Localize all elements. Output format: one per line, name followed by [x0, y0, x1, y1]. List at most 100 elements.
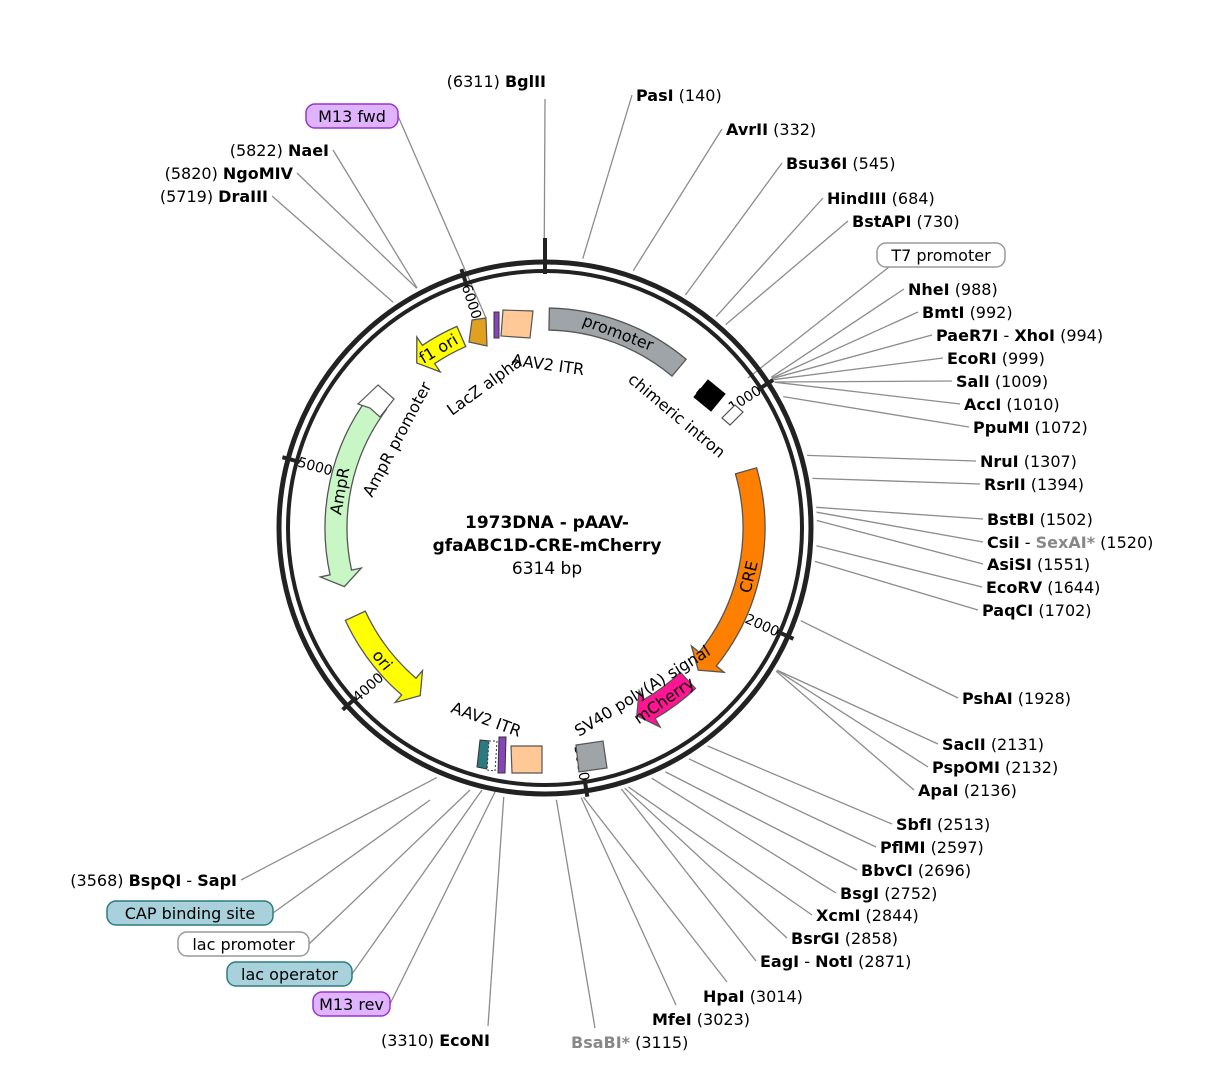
site-bstapi[interactable]: BstAPI (730) [852, 212, 960, 231]
site-bsu36i[interactable]: Bsu36I (545) [786, 154, 895, 173]
leader-hpai [583, 796, 728, 983]
site-econi[interactable]: (3310) EcoNI [381, 1031, 490, 1050]
site-rsrii[interactable]: RsrII (1394) [984, 475, 1084, 494]
site-eagi[interactable]: EagI - NotI (2871) [760, 952, 911, 971]
site-hpai[interactable]: HpaI (3014) [703, 987, 803, 1006]
feature-promoter[interactable] [548, 307, 688, 378]
boxed-label-lac-promoter[interactable]: lac promoter [177, 931, 310, 957]
lac-promoter-mark[interactable] [486, 740, 498, 772]
leader-acci [774, 381, 961, 405]
leader-paqci [814, 560, 979, 611]
boxed-label-text: T7 promoter [890, 246, 991, 265]
feature-ampr[interactable] [318, 395, 388, 588]
leader-bmti [771, 311, 919, 379]
site-sali[interactable]: SalI (1009) [956, 372, 1048, 391]
leader-sali [774, 380, 953, 383]
intron-thin-mark [721, 404, 744, 426]
site-ppumi[interactable]: PpuMI (1072) [973, 418, 1088, 437]
feature-mcherry[interactable] [636, 671, 697, 729]
leader-asisi [816, 519, 984, 565]
plasmid-name-line1: 1973DNA - pAAV- [465, 513, 629, 533]
leader-xcmi [627, 786, 813, 916]
leader-bsgi [651, 777, 837, 894]
feature-ori[interactable] [344, 610, 424, 704]
leader-lac-promoter [308, 789, 471, 945]
ampr-promoter-arrow[interactable] [356, 384, 395, 418]
site-bstbi[interactable]: BstBI (1502) [987, 510, 1093, 529]
tick-6000 [459, 268, 469, 287]
site-bmti[interactable]: BmtI (992) [922, 303, 1013, 322]
site-hindiii[interactable]: HindIII (684) [827, 189, 935, 208]
boxed-label-text: lac operator [241, 965, 338, 984]
site-csii[interactable]: CsiI - SexAI* (1520) [987, 533, 1153, 552]
boxed-label-text: M13 fwd [318, 107, 386, 126]
site-sbfi[interactable]: SbfI (2513) [896, 815, 990, 834]
boxed-label-bg [876, 242, 1006, 268]
site-sacii[interactable]: SacII (2131) [942, 735, 1044, 754]
site-apai[interactable]: ApaI (2136) [918, 781, 1017, 800]
leader-mfei [580, 797, 677, 1006]
site-pasi[interactable]: PasI (140) [636, 86, 722, 105]
site-bsrgi[interactable]: BsrGI (2858) [791, 929, 898, 948]
boxed-label-m13-rev[interactable]: M13 rev [312, 991, 391, 1017]
leader-econi [487, 796, 505, 1027]
site-draiii[interactable]: (5719) DraIII [160, 187, 268, 206]
boxed-label-bg [177, 931, 310, 957]
site-pshai[interactable]: PshAI (1928) [962, 689, 1071, 708]
feature-f1-ori[interactable] [416, 325, 467, 374]
sv40-polya-box[interactable] [575, 740, 608, 773]
boxed-label-cap-binding-site[interactable]: CAP binding site [106, 900, 274, 926]
feature-cre[interactable] [690, 467, 766, 674]
site-bbvci[interactable]: BbvCI (2696) [861, 861, 971, 880]
chimeric-intron-box[interactable] [693, 379, 726, 412]
boxed-label-t7-promoter[interactable]: T7 promoter [876, 242, 1006, 268]
site-asisi[interactable]: AsiSI (1551) [987, 555, 1090, 574]
leader-naei [332, 149, 418, 289]
site-acci[interactable]: AccI (1010) [964, 395, 1060, 414]
site-bglii[interactable]: (6311) BglII [447, 72, 546, 91]
aav2-itr-bottom-box[interactable] [510, 745, 543, 774]
site-naei[interactable]: (5822) NaeI [230, 141, 329, 160]
aav2-itr-top-box[interactable] [500, 309, 534, 339]
site-paqci[interactable]: PaqCI (1702) [982, 601, 1092, 620]
boxed-label-bg [226, 961, 353, 987]
leader-ecorv [816, 545, 983, 588]
leader-ppumi [783, 395, 970, 428]
site-bsabi[interactable]: BsaBI* (3115) [571, 1033, 688, 1052]
leader-pspomi [776, 669, 929, 768]
leader-lac-operator [351, 789, 483, 975]
leader-cap-binding-site [272, 799, 431, 914]
site-pflmi[interactable]: PflMI (2597) [880, 838, 984, 857]
site-xcmi[interactable]: XcmI (2844) [816, 906, 919, 925]
small-purple-mark [493, 311, 500, 339]
site-bsgi[interactable]: BsgI (2752) [840, 884, 937, 903]
boxed-label-bg [305, 103, 399, 129]
boxed-label-bg [312, 991, 391, 1017]
leader-bsrgi [624, 787, 788, 939]
site-ecorv[interactable]: EcoRV (1644) [986, 578, 1100, 597]
leader-paer7i [772, 334, 933, 380]
site-ngomiv[interactable]: (5820) NgoMIV [165, 164, 294, 183]
boxed-label-lac-operator[interactable]: lac operator [226, 961, 353, 987]
site-nhei[interactable]: NheI (988) [908, 280, 998, 299]
site-ecori[interactable]: EcoRI (999) [947, 349, 1045, 368]
m13-rev-mark[interactable] [497, 736, 507, 774]
site-pspomi[interactable]: PspOMI (2132) [932, 758, 1058, 777]
tick-4000 [341, 696, 358, 712]
leader-bstbi [816, 506, 984, 520]
leader-bsabi [555, 799, 596, 1029]
lac-operator-mark[interactable] [476, 739, 491, 770]
site-avrii[interactable]: AvrII (332) [726, 120, 816, 139]
site-nrui[interactable]: NruI (1307) [980, 452, 1077, 471]
tick-5000 [281, 455, 301, 464]
site-bspqi[interactable]: (3568) BspQI - SapI [70, 871, 237, 890]
leader-nhei [771, 288, 905, 378]
leader-rsrii [812, 477, 981, 485]
tick-3000 [582, 778, 590, 797]
lacz-alpha-arrow[interactable] [468, 317, 488, 347]
site-mfei[interactable]: MfeI (3023) [652, 1010, 750, 1029]
boxed-label-m13-fwd[interactable]: M13 fwd [305, 103, 399, 129]
site-paer7i[interactable]: PaeR7I - XhoI (994) [936, 326, 1103, 345]
plasmid-name-line2: gfaABC1D-CRE-mCherry [433, 536, 662, 556]
